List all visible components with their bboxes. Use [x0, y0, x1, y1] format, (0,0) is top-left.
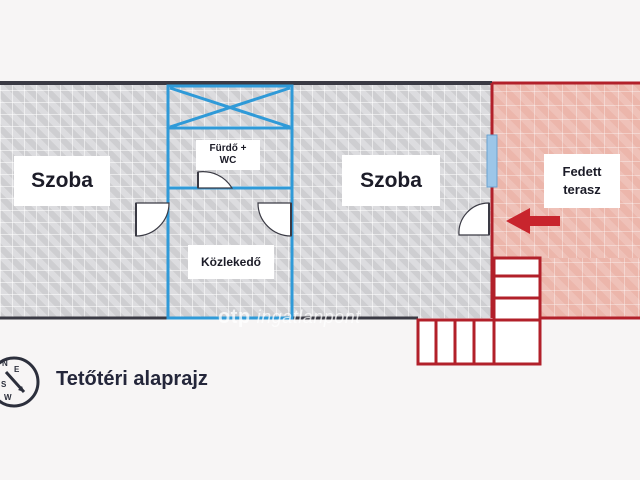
- doors: [135, 171, 490, 237]
- entrance-arrow: [506, 208, 560, 234]
- watermark-text: ingatlanpont: [256, 307, 361, 327]
- room-label-bathroom: Fürdő + WC: [196, 140, 260, 170]
- compass-n: N: [2, 359, 8, 368]
- terrace-window: [486, 134, 498, 188]
- compass-e: E: [14, 365, 20, 374]
- room-label-left: Szoba: [14, 156, 110, 206]
- room-label-right: Szoba: [342, 155, 440, 206]
- room-label-corridor: Közlekedő: [188, 245, 274, 279]
- stairs: [416, 256, 542, 366]
- door-bathroom: [197, 171, 234, 189]
- door-terrace: [458, 202, 490, 236]
- compass-s: S: [1, 380, 7, 389]
- terrace-floor-lower: [540, 258, 640, 319]
- room-label-terrace: Fedett terasz: [544, 154, 620, 208]
- compass-w: W: [4, 393, 12, 402]
- door-left-room: [135, 202, 170, 237]
- shaft-cross-b: [169, 86, 291, 129]
- bathroom-corridor-outline: [166, 84, 294, 320]
- watermark-brand: otp: [218, 306, 251, 328]
- page-title: Tetőtéri alaprajz: [56, 368, 208, 390]
- compass-icon: N E S W: [0, 356, 40, 408]
- watermark: otp ingatlanpont: [218, 306, 361, 329]
- door-right-room: [257, 202, 292, 237]
